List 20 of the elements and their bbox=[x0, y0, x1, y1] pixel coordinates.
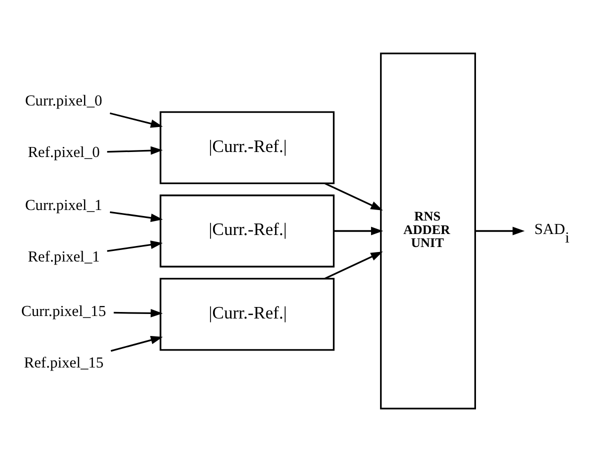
node-text: Ref.pixel_15 bbox=[24, 354, 104, 372]
arrow bbox=[334, 226, 384, 235]
arrow bbox=[110, 210, 163, 222]
node-box: |Curr.-Ref.| bbox=[160, 194, 335, 267]
node-box: RNS ADDER UNIT bbox=[380, 52, 476, 409]
arrow bbox=[324, 251, 383, 279]
node-box: |Curr.-Ref.| bbox=[160, 277, 335, 350]
node-text: Curr.pixel_0 bbox=[25, 92, 102, 110]
arrow bbox=[475, 226, 525, 235]
node-text: Curr.pixel_1 bbox=[25, 196, 102, 214]
arrow bbox=[107, 146, 163, 154]
arrow bbox=[114, 308, 163, 317]
arrow bbox=[110, 112, 163, 128]
node-text: Curr.pixel_15 bbox=[21, 302, 106, 320]
node-text: Ref.pixel_1 bbox=[28, 248, 100, 265]
node-text: Ref.pixel_0 bbox=[28, 144, 100, 161]
node-box: |Curr.-Ref.| bbox=[160, 110, 335, 184]
arrow bbox=[107, 240, 163, 252]
arrow bbox=[324, 182, 383, 210]
arrow bbox=[110, 335, 163, 352]
